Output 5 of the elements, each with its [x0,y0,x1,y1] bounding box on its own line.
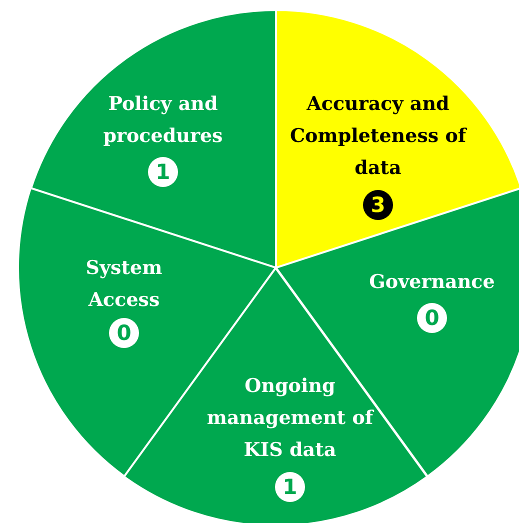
segment-title: Accuracy and Completeness of data [288,92,468,181]
segment-title: Governance [368,270,496,295]
segment-title: System Access [84,256,164,313]
segment-title: Ongoing management of KIS data [206,374,375,463]
segment-title: Policy and procedures [102,92,224,149]
